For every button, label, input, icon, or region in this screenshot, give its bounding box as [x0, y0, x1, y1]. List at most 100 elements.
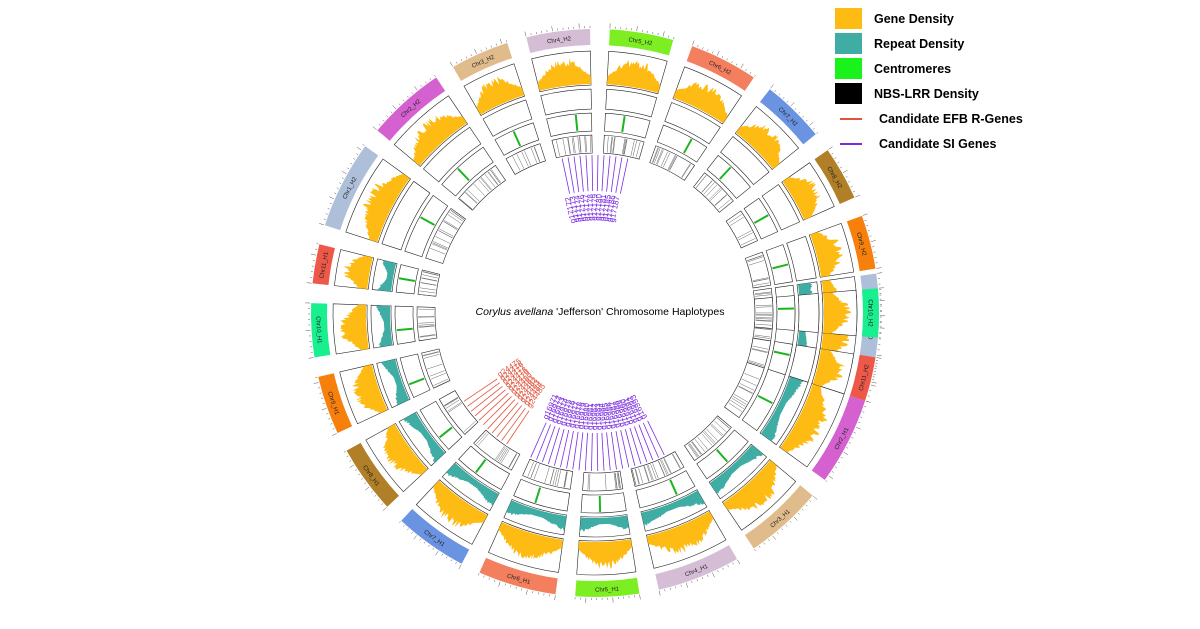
tick-chr8-h1	[374, 495, 377, 497]
tick-chr6-h1	[498, 581, 501, 587]
tick-chr4-h1	[707, 574, 709, 577]
si-gene-top-label-g17180: g17180	[593, 193, 604, 221]
nbs-lrr-mark-chr3-h2	[512, 156, 521, 171]
tick-chr8-h2	[840, 166, 843, 169]
nbs-lrr-mark-chr8-h2	[728, 214, 743, 224]
tick-chr9-h2	[862, 213, 868, 216]
nbs-lrr-mark-chr6-h1	[533, 464, 540, 480]
si-gene-top-label-g17181: g17181	[597, 193, 609, 221]
nbs-lrr-mark-chr9-h2	[752, 278, 769, 283]
si-gene-top-link-g17173	[567, 157, 575, 193]
tick-chr2-h1	[846, 447, 849, 449]
nbs-lrr-mark-chr9-h2	[747, 255, 763, 261]
tick-chr2-h2	[372, 126, 377, 130]
centromere-mark-chr11-h1	[398, 277, 415, 283]
nbs-lrr-mark-chr1-h2	[450, 210, 464, 220]
centromere-track-frame-chr7-h2	[706, 154, 751, 199]
nbs-lrr-mark-chr4-h2	[579, 136, 582, 153]
repeat-density-chr6-h1	[506, 500, 567, 531]
tick-chr7-h2	[778, 93, 781, 96]
tick-chr8-h1	[346, 455, 349, 458]
nbs-lrr-mark-chr4-h1	[658, 460, 665, 476]
nbs-lrr-mark-chr8-h1	[448, 403, 462, 413]
centromere-mark-chr4-h1	[669, 479, 678, 495]
legend-swatch-gene-density	[835, 8, 862, 29]
nbs-lrr-mark-chr2-h1	[738, 385, 753, 394]
tick-chr1-h2	[325, 213, 328, 215]
tick-chr4-h1	[732, 562, 734, 565]
tick-chr11-h2	[876, 357, 882, 359]
nbs-lrr-mark-chr9-h2	[747, 256, 763, 263]
tick-chr1-h2	[339, 182, 342, 184]
ideogram-chr10-h2	[861, 288, 879, 338]
tick-chr6-h2	[716, 50, 720, 56]
nbs-lrr-mark-chr5-h1	[614, 472, 618, 489]
nbs-lrr-mark-chr1-h1	[754, 336, 771, 339]
tick-chr7-h2	[809, 121, 814, 126]
nbs-lrr-mark-chr3-h1	[688, 443, 699, 457]
si-gene-top-link-g17181	[606, 155, 611, 192]
si-gene-bottom-link-g16972	[536, 424, 551, 460]
tick-chr5-h2	[668, 35, 670, 38]
nbs-lrr-mark-chr6-h2	[652, 147, 659, 163]
centromere-track-frame-chr10-h1	[394, 305, 416, 345]
nbs-track-frame-chr4-h1	[630, 451, 685, 487]
tick-chr11-h2	[870, 384, 876, 387]
si-gene-bottom-link-g16992	[642, 422, 659, 458]
nbs-lrr-mark-chr2-h2	[465, 192, 478, 204]
nbs-lrr-mark-chr4-h1	[650, 463, 657, 480]
tick-chr5-h2	[636, 26, 638, 32]
tick-chr8-h1	[361, 478, 364, 480]
nbs-lrr-mark-chr4-h1	[663, 458, 671, 474]
si-gene-bottom-label-g16979: g16979	[576, 402, 588, 430]
tick-chr10-h1	[308, 357, 314, 359]
si-gene-bottom-link-g16974	[547, 427, 560, 465]
centromere-mark-chr8-h2	[753, 214, 769, 224]
nbs-lrr-mark-chr6-h2	[652, 147, 659, 163]
nbs-lrr-mark-chr11-h1	[422, 271, 439, 276]
nbs-lrr-mark-chr11-h2	[751, 348, 768, 354]
centromere-track-frame-chr9-h2	[765, 244, 793, 285]
si-gene-bottom-link-g16990	[634, 426, 648, 463]
nbs-lrr-mark-chr10-h2	[755, 319, 772, 321]
centromere-mark-chr6-h2	[683, 138, 693, 154]
tick-chr2-h2	[424, 81, 427, 84]
tick-chr3-h1	[813, 496, 818, 500]
tick-chr8-h2	[850, 186, 853, 188]
nbs-track-frame-chr5-h1	[582, 470, 624, 492]
si-gene-bottom-link-g16989	[629, 427, 642, 465]
tick-chr2-h2	[398, 103, 401, 106]
tick-chr9-h1	[330, 423, 333, 425]
tick-chr2-h1	[834, 466, 837, 468]
tick-chr3-h2	[490, 45, 492, 48]
nbs-lrr-mark-chr1-h1	[754, 291, 771, 295]
nbs-lrr-mark-chr4-h1	[672, 454, 681, 469]
legend-item-si-genes: Candidate SI Genes	[835, 131, 1135, 156]
tick-chr9-h1	[332, 433, 337, 436]
nbs-lrr-mark-chr6-h1	[563, 471, 567, 488]
nbs-lrr-mark-chr4-h1	[646, 465, 653, 481]
nbs-lrr-mark-chr10-h2	[755, 323, 772, 326]
si-gene-top-label-g17178: g17178	[586, 193, 596, 220]
tick-chr8-h1	[349, 460, 352, 462]
nbs-lrr-mark-chr8-h2	[740, 238, 756, 246]
ideogram-chr4-h1	[655, 545, 737, 590]
tick-chr1-h2	[327, 208, 330, 210]
tick-chr2-h2	[411, 92, 414, 94]
nbs-lrr-mark-chr2-h1	[733, 393, 749, 403]
tick-chr8-h2	[842, 169, 848, 173]
tick-chr8-h1	[370, 490, 373, 493]
gene-density-chr9-h2	[810, 231, 844, 278]
repeat-density-chr7-h1	[444, 462, 499, 506]
nbs-lrr-mark-chr2-h1	[739, 383, 755, 391]
nbs-lrr-mark-chr3-h2	[533, 146, 540, 162]
tick-chr7-h2	[774, 90, 777, 92]
tick-chr2-h1	[825, 480, 828, 482]
si-gene-bottom-link-g16988	[624, 429, 636, 466]
nbs-lrr-mark-chr11-h1	[422, 274, 438, 279]
chromosome-label-chr10-h2: Chr10_H2	[867, 299, 873, 327]
nbs-lrr-mark-chr5-h2	[630, 140, 635, 157]
tick-chr7-h1	[446, 556, 448, 559]
nbs-lrr-mark-chr11-h2	[753, 338, 770, 342]
legend-label: Candidate EFB R-Genes	[879, 111, 1023, 126]
